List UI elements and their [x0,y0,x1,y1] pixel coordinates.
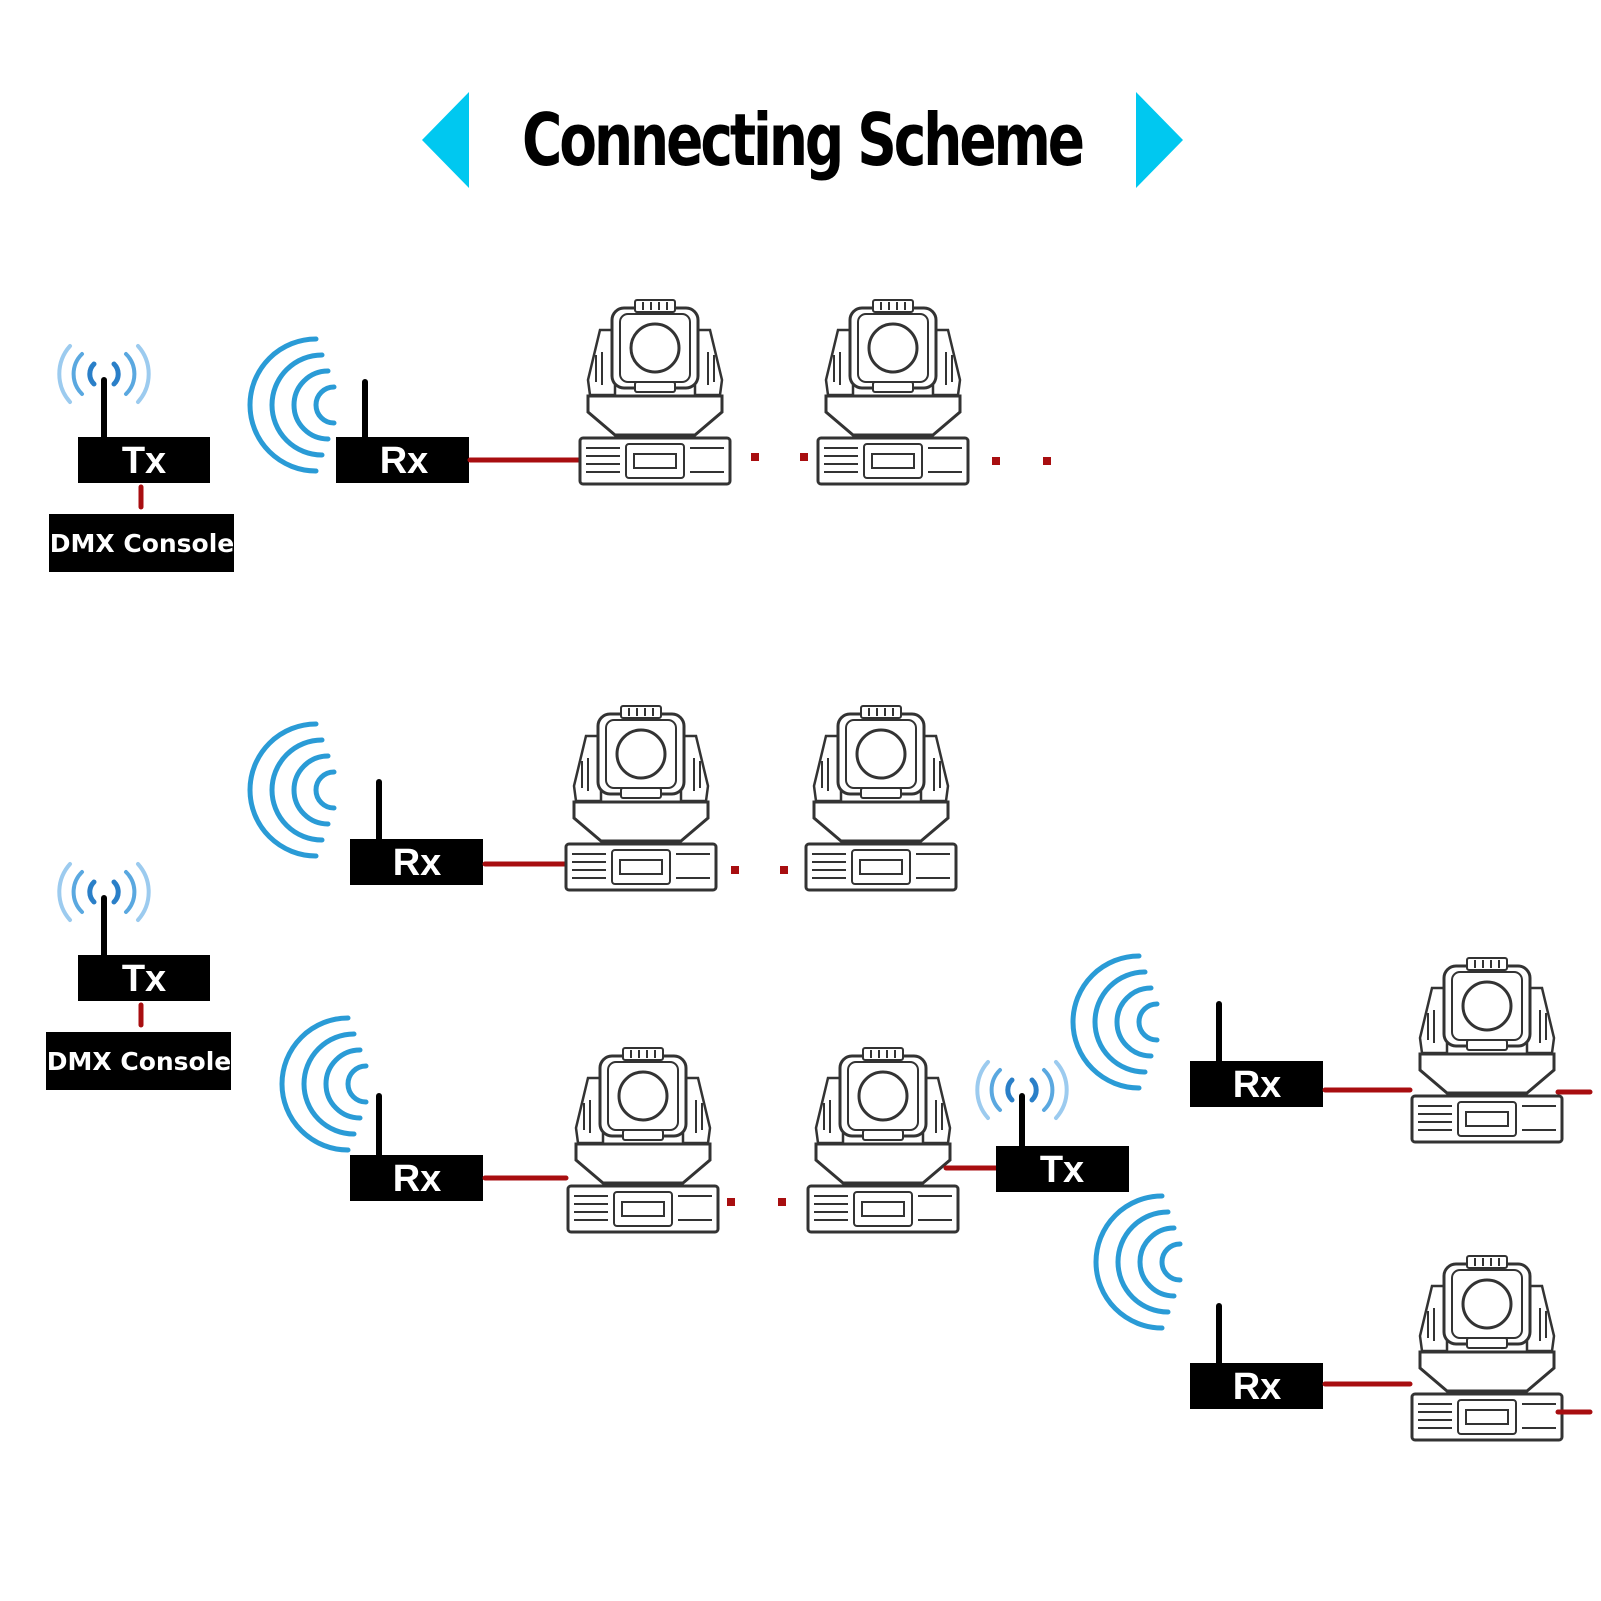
chain-dot [800,453,808,461]
tx-unit [78,437,210,483]
chain-dot [992,457,1000,465]
rx-wave-icon [1073,956,1157,1088]
chain-dot [731,866,739,874]
rx-wave-icon [282,1018,366,1150]
dmx-console-label: DMX Console [47,1047,232,1076]
rx-unit [336,437,469,483]
moving-head-fixture [578,298,732,486]
dmx-console [49,514,234,572]
moving-head-fixture [806,1046,960,1234]
scheme-2: Tx DMX Console Rx Rx [46,704,1593,1442]
rx-unit [350,839,483,885]
rx-label: Rx [393,842,442,884]
rx-label: Rx [1233,1366,1282,1408]
left-arrow-icon [422,92,469,188]
chain-dot [778,1198,786,1206]
moving-head-fixture [816,298,970,486]
tx-label: Tx [1040,1149,1084,1191]
rx-label: Rx [393,1158,442,1200]
chain-dot [727,1198,735,1206]
chain-dot [780,866,788,874]
tx-label: Tx [122,440,166,482]
tx-unit [996,1146,1129,1192]
right-arrow-icon [1136,92,1183,188]
chain-dot [1043,457,1051,465]
rx-wave-icon [1096,1196,1180,1328]
scheme-1: Tx DMX Console Rx [49,298,1051,572]
moving-head-fixture [1410,1254,1564,1442]
dmx-console [46,1032,231,1090]
moving-head-fixture [566,1046,720,1234]
chain-dot [751,453,759,461]
moving-head-fixture [564,704,718,892]
rx-label: Rx [1233,1064,1282,1106]
dmx-console-label: DMX Console [50,529,235,558]
tx-unit [78,955,210,1001]
rx-unit [350,1155,483,1201]
rx-wave-icon [250,339,334,471]
rx-unit [1190,1061,1323,1107]
rx-unit [1190,1363,1323,1409]
page-title: Connecting Scheme [522,98,1083,182]
rx-label: Rx [380,440,429,482]
moving-head-fixture [1410,956,1564,1144]
rx-wave-icon [250,724,334,856]
moving-head-fixture [804,704,958,892]
tx-label: Tx [122,958,166,1000]
